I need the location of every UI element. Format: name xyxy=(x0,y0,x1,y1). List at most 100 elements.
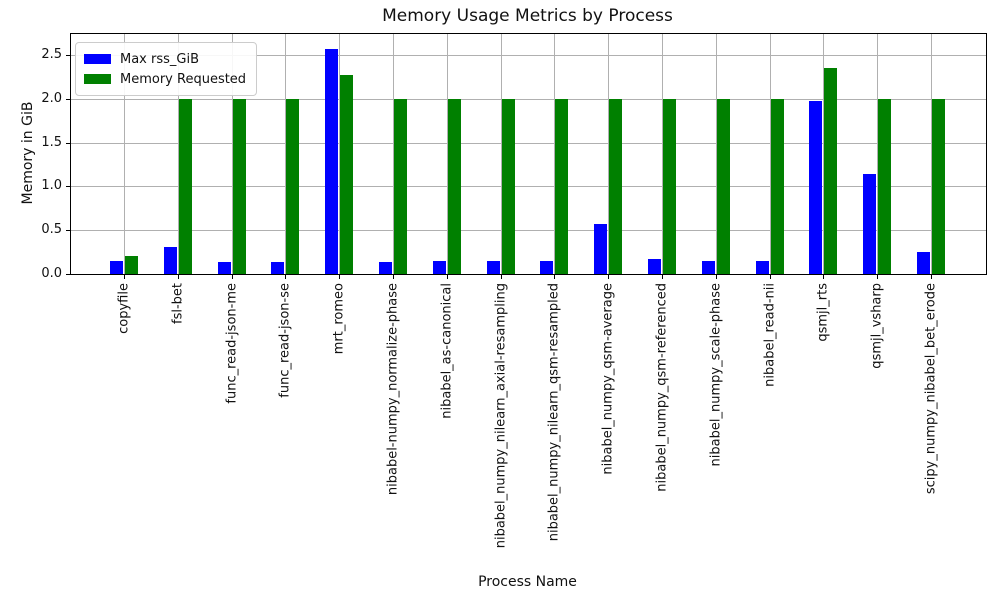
gridline-x xyxy=(608,34,610,274)
x-tick-label: mrt_romeo xyxy=(331,283,347,355)
gridline-x xyxy=(231,34,233,274)
gridline-y-0.5 xyxy=(71,230,986,232)
gridline-x xyxy=(823,34,825,274)
x-tick-label: nibabel_numpy_nilearn_qsm-resampled xyxy=(546,283,562,542)
gridline-x xyxy=(393,34,394,274)
legend-item-max-rss-gib: Max rss_GiB xyxy=(84,49,246,69)
x-tick-label: qsmjl_rts xyxy=(815,283,831,342)
gridline-x xyxy=(285,34,287,274)
y-tick-mark xyxy=(66,142,70,144)
bar-max-rss-gib xyxy=(217,261,231,274)
bar-memory-requested xyxy=(340,75,354,274)
gridline-y-2.5 xyxy=(71,55,986,57)
y-tick-mark xyxy=(66,186,70,188)
bar-max-rss-gib xyxy=(755,260,769,274)
gridline-y-1.5 xyxy=(71,142,986,144)
bar-max-rss-gib xyxy=(110,260,123,274)
bar-max-rss-gib xyxy=(486,260,500,274)
x-tick-mark xyxy=(769,275,771,279)
x-tick-label: nibabel-numpy_normalize-phase xyxy=(385,283,401,496)
x-tick-mark xyxy=(285,275,287,279)
y-tick-label: 1.0 xyxy=(41,178,62,194)
bar-max-rss-gib xyxy=(540,260,554,274)
gridline-x xyxy=(877,34,879,274)
x-tick-mark xyxy=(662,275,663,279)
gridline-x xyxy=(446,34,448,274)
bar-max-rss-gib xyxy=(163,246,177,274)
x-tick-label: func_read-json-me xyxy=(224,283,240,404)
x-tick-mark xyxy=(715,275,717,279)
x-tick-mark xyxy=(339,275,341,279)
bar-max-rss-gib xyxy=(809,101,823,274)
legend: Max rss_GiB Memory Requested xyxy=(75,42,258,96)
plot-area: Max rss_GiB Memory Requested xyxy=(70,33,987,275)
bar-memory-requested xyxy=(501,98,515,274)
bar-max-rss-gib xyxy=(648,259,661,274)
x-tick-label: nibabel_as-canonical xyxy=(439,283,455,419)
bar-memory-requested xyxy=(178,98,192,274)
x-tick-label: copyfile xyxy=(116,283,132,334)
gridline-x xyxy=(769,34,771,274)
gridline-x xyxy=(339,34,341,274)
x-tick-mark xyxy=(393,275,394,279)
x-tick-label: nibabel_numpy_scale-phase xyxy=(708,283,724,467)
gridline-x xyxy=(500,34,502,274)
y-tick-mark xyxy=(66,98,70,100)
x-tick-label: nibabel_numpy_nilearn_axial-resampling xyxy=(493,283,509,549)
bar-max-rss-gib xyxy=(701,260,715,274)
x-tick-mark xyxy=(177,275,179,279)
y-tick-label: 0.5 xyxy=(41,222,62,238)
x-tick-mark xyxy=(231,275,233,279)
chart-title: Memory Usage Metrics by Process xyxy=(382,6,673,26)
bar-memory-requested xyxy=(125,255,138,274)
x-tick-label: scipy_numpy_nibabel_bet_erode xyxy=(923,283,939,495)
bar-memory-requested xyxy=(447,98,461,274)
x-tick-mark xyxy=(931,275,932,279)
bar-memory-requested xyxy=(824,68,838,274)
bar-memory-requested xyxy=(770,98,784,274)
gridline-x xyxy=(715,34,717,274)
x-tick-mark xyxy=(877,275,879,279)
gridline-x xyxy=(554,34,556,274)
legend-swatch-icon xyxy=(84,54,111,64)
bar-memory-requested xyxy=(286,98,300,274)
bar-memory-requested xyxy=(663,98,676,274)
y-tick-mark xyxy=(66,274,70,275)
bar-max-rss-gib xyxy=(379,261,392,274)
y-tick-label: 1.5 xyxy=(41,134,62,150)
gridline-x xyxy=(931,34,932,274)
bar-memory-requested xyxy=(609,98,623,274)
x-tick-mark xyxy=(608,275,610,279)
y-tick-label: 0.0 xyxy=(41,266,62,281)
gridline-y-2.0 xyxy=(71,98,986,100)
bar-max-rss-gib xyxy=(432,260,446,274)
bar-max-rss-gib xyxy=(325,48,339,274)
legend-label: Max rss_GiB xyxy=(120,51,200,67)
bar-memory-requested xyxy=(716,98,730,274)
y-tick-mark xyxy=(66,230,70,232)
x-tick-label: nibabel_numpy_qsm-referenced xyxy=(654,283,670,492)
x-tick-mark xyxy=(124,275,125,279)
x-tick-mark xyxy=(500,275,502,279)
bar-max-rss-gib xyxy=(271,261,285,274)
x-axis-title: Process Name xyxy=(478,574,577,590)
legend-label: Memory Requested xyxy=(120,71,247,87)
x-tick-label: qsmjl_vsharp xyxy=(869,283,885,369)
x-tick-mark xyxy=(554,275,556,279)
bar-memory-requested xyxy=(232,98,246,274)
gridline-x xyxy=(124,34,125,274)
x-tick-label: nibabel_read-nii xyxy=(762,283,778,387)
bar-memory-requested xyxy=(878,98,892,274)
x-tick-mark xyxy=(446,275,448,279)
legend-swatch-icon xyxy=(84,74,111,84)
x-tick-label: func_read-json-se xyxy=(277,283,293,398)
bar-memory-requested xyxy=(555,98,569,274)
x-tick-label: nibabel_numpy_qsm-average xyxy=(600,283,616,475)
bar-max-rss-gib xyxy=(594,224,608,274)
x-tick-label: fsl-bet xyxy=(170,283,186,324)
bar-max-rss-gib xyxy=(917,252,930,274)
y-tick-label: 2.5 xyxy=(41,47,62,63)
legend-item-memory-requested: Memory Requested xyxy=(84,69,246,89)
gridline-y-1.0 xyxy=(71,186,986,188)
